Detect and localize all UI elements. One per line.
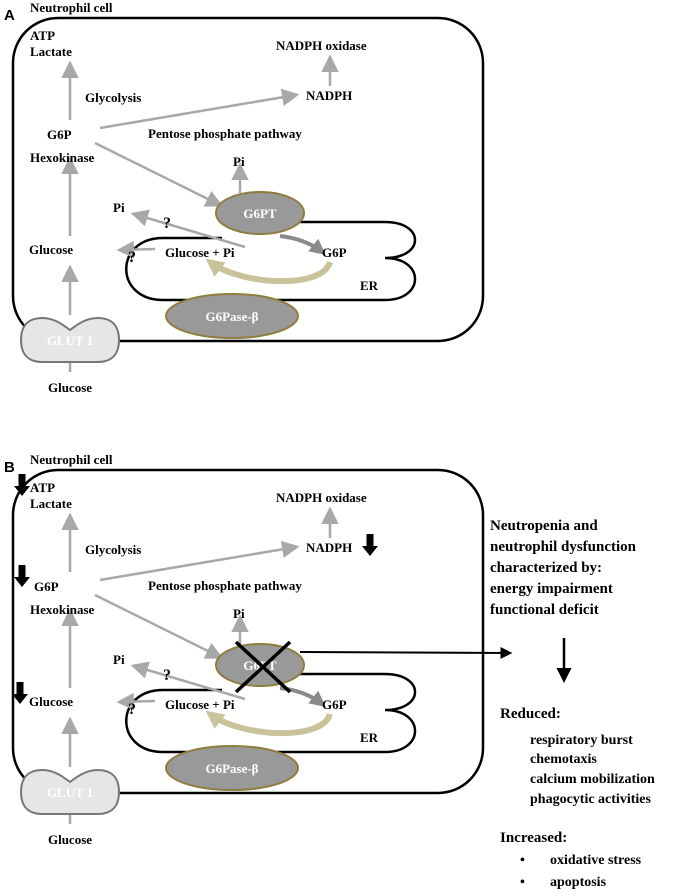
glut1-label: GLUT 1 (47, 333, 93, 348)
increased-label: Increased: (500, 830, 567, 846)
glucose-pi-label: Glucose + Pi (165, 697, 235, 712)
nadph-oxidase-label: NADPH oxidase (276, 490, 367, 505)
atp-label: ATP (30, 480, 55, 495)
question-mark-1: ? (163, 667, 171, 684)
g6pt-label: G6PT (243, 206, 277, 221)
hexokinase-label: Hexokinase (30, 150, 95, 165)
increased-item-oxidative-stress: oxidative stress (550, 853, 642, 868)
question-mark-2: ? (128, 701, 136, 718)
er-label: ER (360, 278, 379, 293)
glucose-decrease-arrow-icon (12, 682, 28, 704)
outcome-arrow (299, 646, 513, 659)
panel-a: A Neutrophil cell ATP Lactate Glycolysis… (4, 0, 483, 395)
g6p-er-label: G6P (322, 245, 347, 260)
glucose-cytosol-label: Glucose (29, 242, 73, 257)
increased-item-apoptosis: apoptosis (550, 875, 607, 890)
lactate-label: Lactate (30, 44, 72, 59)
g6pt-blocked-cross-icon (234, 640, 292, 694)
glucose-extracellular-label: Glucose (48, 380, 92, 395)
g6p-er-label: G6P (322, 697, 347, 712)
g6pase-label: G6Pase-β (205, 761, 258, 776)
panel-b: B Neutrophil cell ATP Lactate Glycolysis… (4, 452, 658, 890)
nadph-label: NADPH (306, 88, 352, 103)
cell-label: Neutrophil cell (30, 452, 113, 467)
glycolysis-label: Glycolysis (85, 542, 141, 557)
nadph-label: NADPH (306, 540, 352, 555)
bullet-icon: • (520, 875, 525, 890)
glucose-extracellular-label: Glucose (48, 832, 92, 847)
g6p-label: G6P (34, 579, 59, 594)
g6p-label: G6P (47, 127, 72, 142)
pi-left-label: Pi (113, 200, 125, 215)
question-mark-2: ? (128, 249, 136, 266)
reduced-label: Reduced: (500, 706, 561, 722)
atp-decrease-arrow-icon (14, 474, 30, 496)
cell-label: Neutrophil cell (30, 0, 113, 15)
atp-label: ATP (30, 28, 55, 43)
outcome-panel: Neutropenia and neutrophil dysfunction c… (490, 518, 658, 890)
nadph-oxidase-label: NADPH oxidase (276, 38, 367, 53)
glut1-label: GLUT 1 (47, 785, 93, 800)
pi-left-label: Pi (113, 652, 125, 667)
glucose-cytosol-label: Glucose (29, 694, 73, 709)
pi-top-label: Pi (233, 154, 245, 169)
pi-top-label: Pi (233, 606, 245, 621)
panel-letter: B (4, 459, 15, 476)
lactate-label: Lactate (30, 496, 72, 511)
hexokinase-label: Hexokinase (30, 602, 95, 617)
bullet-icon: • (520, 853, 525, 868)
ppp-label: Pentose phosphate pathway (148, 578, 302, 593)
g6pase-label: G6Pase-β (205, 309, 258, 324)
glucose-pi-label: Glucose + Pi (165, 245, 235, 260)
question-mark-1: ? (163, 215, 171, 232)
ppp-label: Pentose phosphate pathway (148, 126, 302, 141)
panel-letter: A (4, 7, 15, 24)
reduced-list: respiratory burst chemotaxis calcium mob… (530, 733, 658, 807)
outcome-heading: Neutropenia and neutrophil dysfunction c… (490, 518, 640, 618)
glycolysis-label: Glycolysis (85, 90, 141, 105)
nadph-decrease-arrow-icon (362, 534, 378, 556)
er-label: ER (360, 730, 379, 745)
g6p-decrease-arrow-icon (14, 565, 30, 587)
